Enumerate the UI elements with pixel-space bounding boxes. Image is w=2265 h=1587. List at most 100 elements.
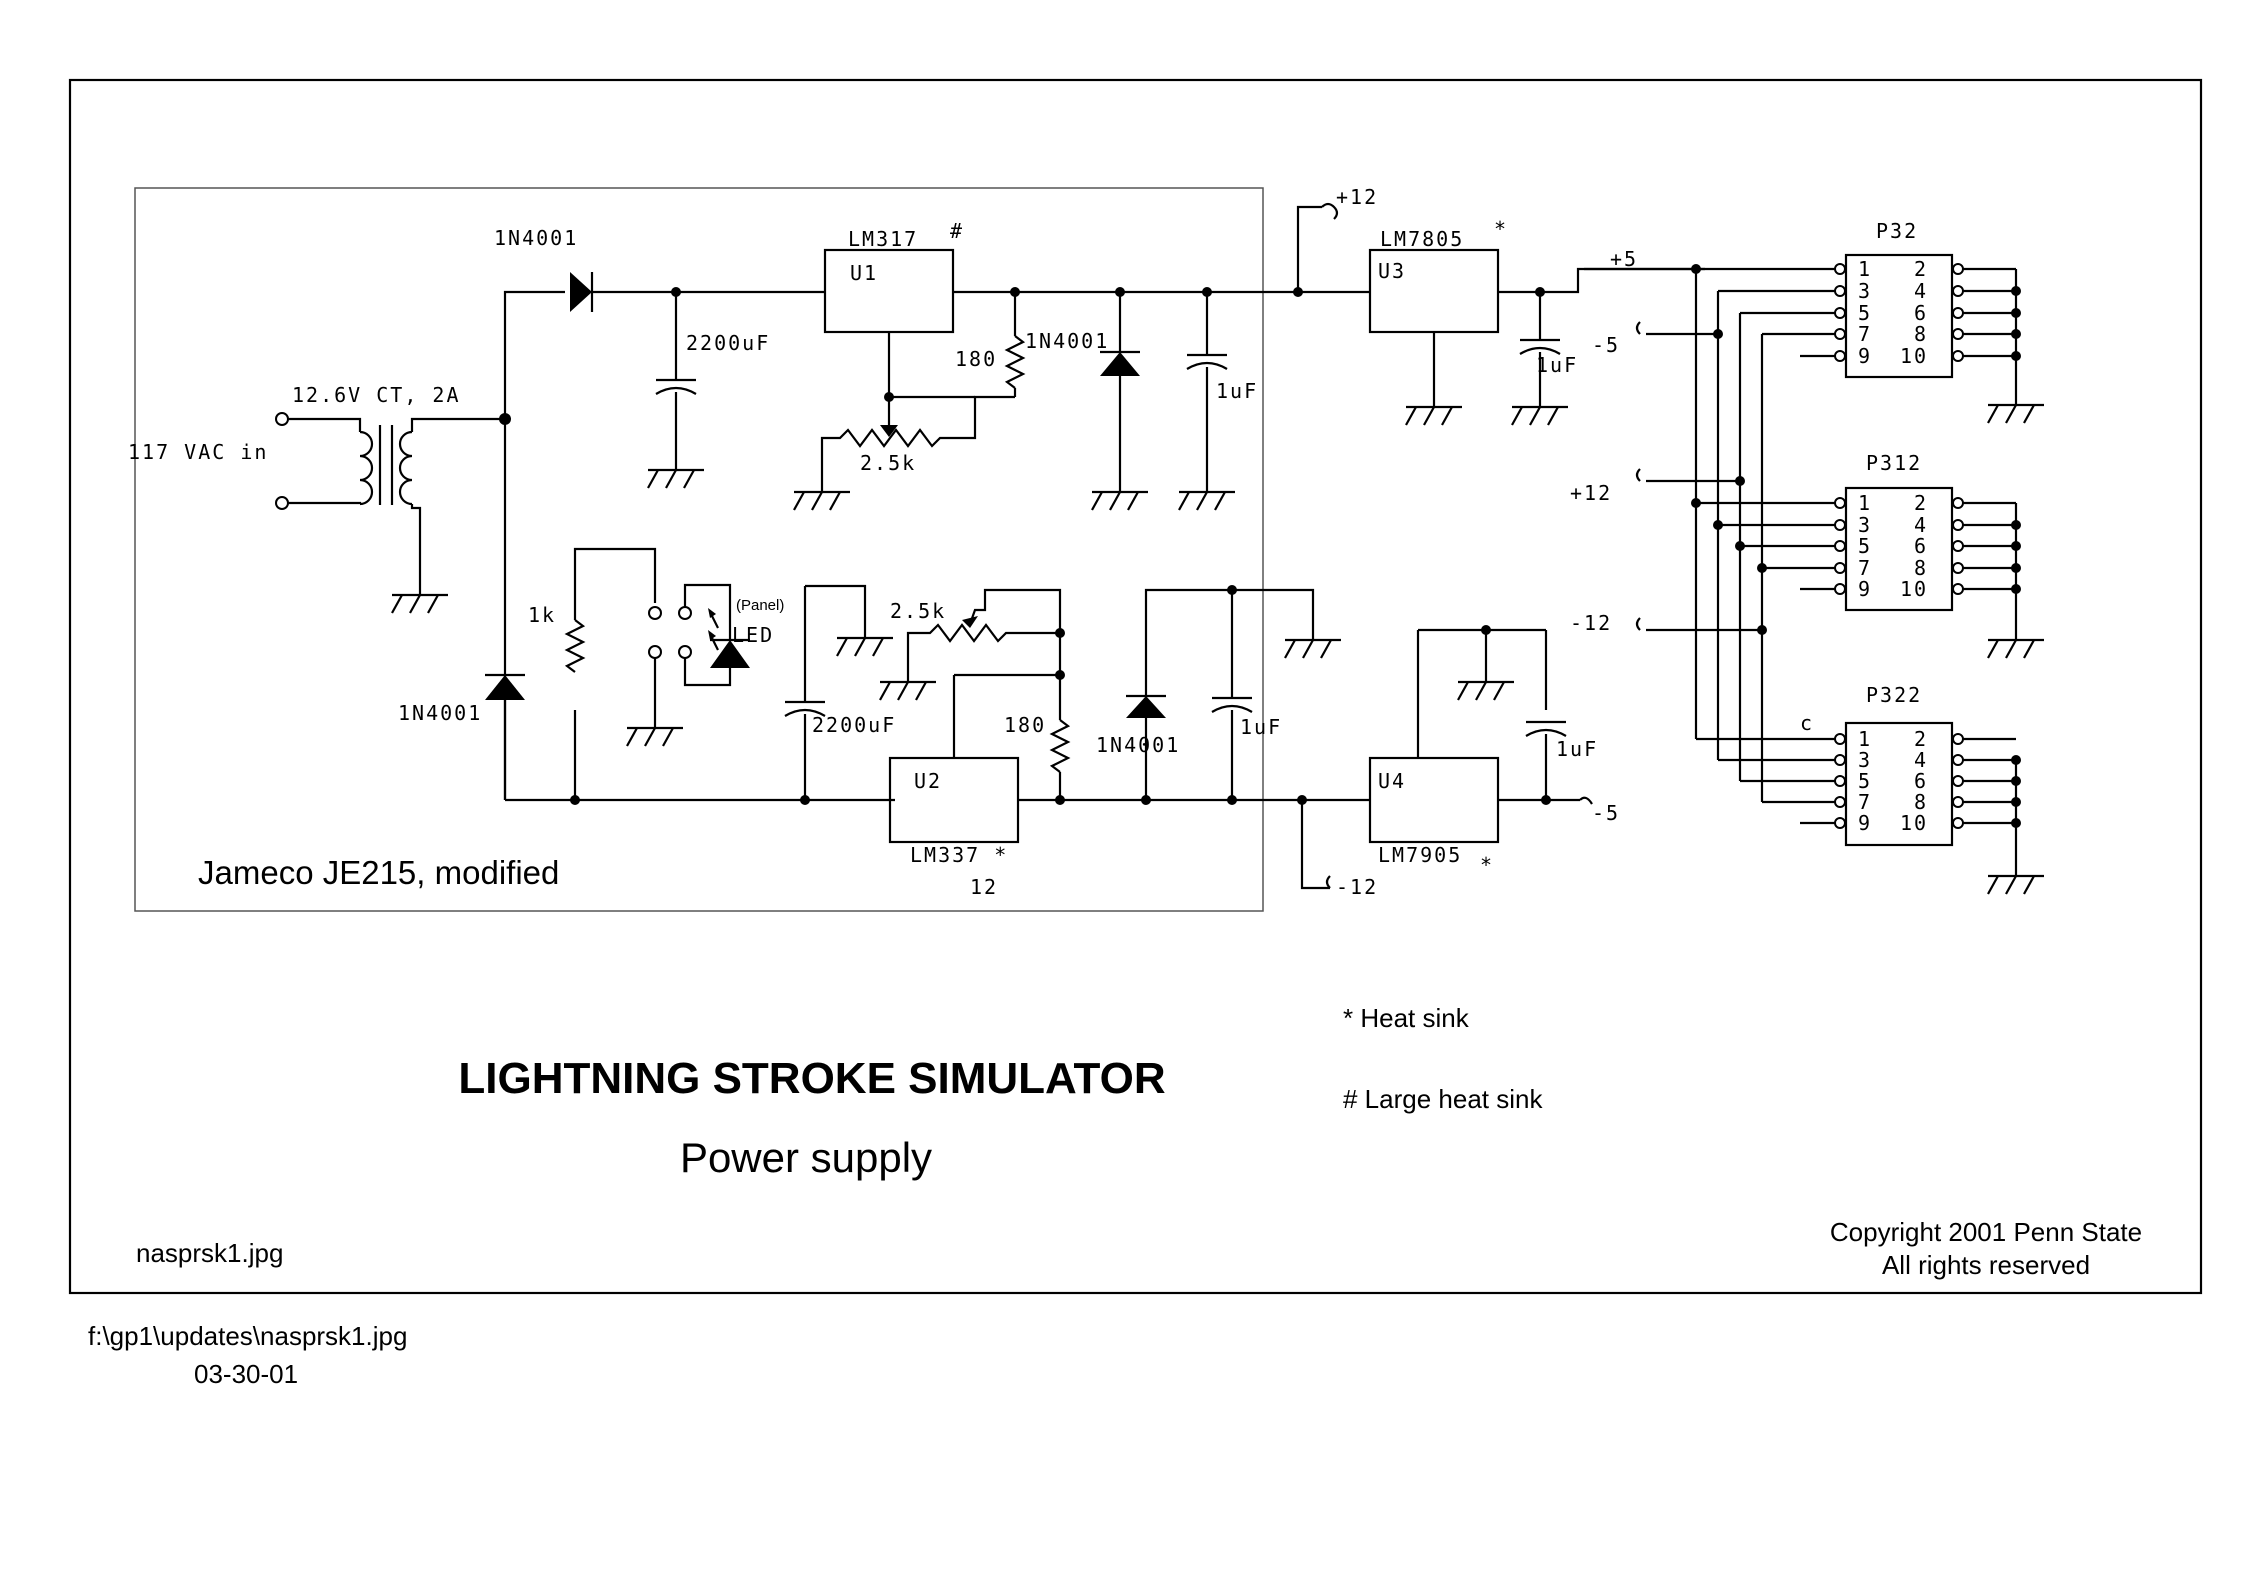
svg-text:4: 4 (1914, 513, 1928, 537)
board-outline (134, 187, 1264, 912)
label-u1-part: LM317 (848, 227, 918, 251)
svg-text:6: 6 (1914, 534, 1928, 558)
note-large-heat-sink: # Large heat sink (1343, 1084, 1543, 1114)
label-d4: 1N4001 (1096, 733, 1180, 757)
svg-text:1: 1 (1858, 727, 1872, 751)
capacitor-c3 (1177, 292, 1237, 512)
diode-d1 (570, 272, 592, 312)
svg-text:7: 7 (1858, 556, 1872, 580)
label-plus12-top: +12 (1336, 185, 1378, 209)
label-d1: 1N4001 (494, 226, 578, 250)
capacitor-c2 (783, 584, 895, 800)
panel-led (710, 640, 750, 668)
transformer (275, 412, 505, 615)
svg-text:2: 2 (1914, 727, 1928, 751)
label-u1-ref: U1 (850, 261, 878, 285)
label-c6: 1uF (1556, 737, 1598, 761)
label-u4-mark: * (1480, 853, 1494, 877)
label-u4-part: LM7905 (1378, 843, 1462, 867)
label-p312: P312 (1866, 451, 1922, 475)
label-u4-ref: U4 (1378, 769, 1406, 793)
label-vac-in: 117 VAC in (128, 440, 268, 464)
label-r1: 180 (955, 347, 997, 371)
label-c4: 1uF (1240, 715, 1282, 739)
copyright-line-1: Copyright 2001 Penn State (1830, 1217, 2142, 1247)
label-d3: 1N4001 (1025, 329, 1109, 353)
distribution-bus (1584, 267, 1840, 825)
svg-text:8: 8 (1914, 322, 1928, 346)
diode-d2 (485, 675, 525, 700)
connector-p32 (1834, 253, 2046, 425)
capacitor-c4 (1210, 590, 1254, 800)
label-transformer: 12.6V CT, 2A (292, 383, 461, 407)
label-u2-ref: U2 (914, 769, 942, 793)
label-u3-part: LM7805 (1380, 227, 1464, 251)
label-minus5-a: -5 (1592, 333, 1620, 357)
drawing-frame (68, 78, 2203, 1295)
label-c5: 1uF (1536, 353, 1578, 377)
svg-text:1: 1 (1858, 491, 1872, 515)
note-heat-sink: * Heat sink (1343, 1003, 1470, 1033)
drawing-title: LIGHTNING STROKE SIMULATOR (458, 1054, 1165, 1103)
svg-text:5: 5 (1858, 769, 1872, 793)
svg-text:9: 9 (1858, 577, 1872, 601)
svg-text:8: 8 (1914, 556, 1928, 580)
svg-text:2: 2 (1914, 257, 1928, 281)
label-pot2: 2.5k (890, 599, 946, 623)
filename-label: nasprsk1.jpg (136, 1238, 283, 1268)
diode-d3 (1090, 292, 1150, 512)
label-plus5: +5 (1610, 247, 1638, 271)
label-p32: P32 (1876, 219, 1918, 243)
svg-text:10: 10 (1900, 811, 1928, 835)
label-led: LED (732, 623, 774, 647)
svg-text:10: 10 (1900, 344, 1928, 368)
svg-text:8: 8 (1914, 790, 1928, 814)
label-minus5-b: -5 (1592, 801, 1620, 825)
svg-text:4: 4 (1914, 279, 1928, 303)
label-p322-c: c (1800, 711, 1814, 735)
file-path: f:\gp1\updates\nasprsk1.jpg (88, 1321, 407, 1351)
svg-text:3: 3 (1858, 513, 1872, 537)
regulator-u2 (888, 756, 1020, 844)
label-r2: 180 (1004, 713, 1046, 737)
label-c3: 1uF (1216, 379, 1258, 403)
svg-text:9: 9 (1858, 811, 1872, 835)
svg-text:6: 6 (1914, 301, 1928, 325)
label-minus12-mid: -12 (1570, 611, 1612, 635)
svg-text:1: 1 (1858, 257, 1872, 281)
connector-p312 (1834, 486, 2046, 660)
label-plus12-mid: +12 (1570, 481, 1612, 505)
drawing-subtitle: Power supply (680, 1134, 932, 1181)
label-u2-part: LM337 * (910, 843, 1008, 867)
regulator-u1 (823, 248, 955, 334)
capacitor-c1 (646, 292, 706, 490)
file-date: 03-30-01 (194, 1359, 298, 1389)
svg-text:7: 7 (1858, 790, 1872, 814)
label-d2: 1N4001 (398, 701, 482, 725)
label-u3-ref: U3 (1378, 259, 1406, 283)
label-p322: P322 (1866, 683, 1922, 707)
svg-text:4: 4 (1914, 748, 1928, 772)
svg-text:10: 10 (1900, 577, 1928, 601)
label-u3-mark: * (1494, 217, 1508, 241)
svg-text:5: 5 (1858, 301, 1872, 325)
svg-text:3: 3 (1858, 279, 1872, 303)
svg-text:7: 7 (1858, 322, 1872, 346)
svg-text:2: 2 (1914, 491, 1928, 515)
label-u2-note: 12 (970, 875, 998, 899)
label-c1: 2200uF (686, 331, 770, 355)
svg-text:9: 9 (1858, 344, 1872, 368)
label-pot1: 2.5k (860, 451, 916, 475)
label-minus12-bot: -12 (1336, 875, 1378, 899)
label-c2: 2200uF (812, 713, 896, 737)
svg-text:5: 5 (1858, 534, 1872, 558)
diode-d4 (1126, 588, 1232, 800)
board-label: Jameco JE215, modified (198, 854, 559, 891)
connector-p322 (1834, 721, 2046, 896)
copyright-line-2: All rights reserved (1882, 1250, 2090, 1280)
svg-text:6: 6 (1914, 769, 1928, 793)
